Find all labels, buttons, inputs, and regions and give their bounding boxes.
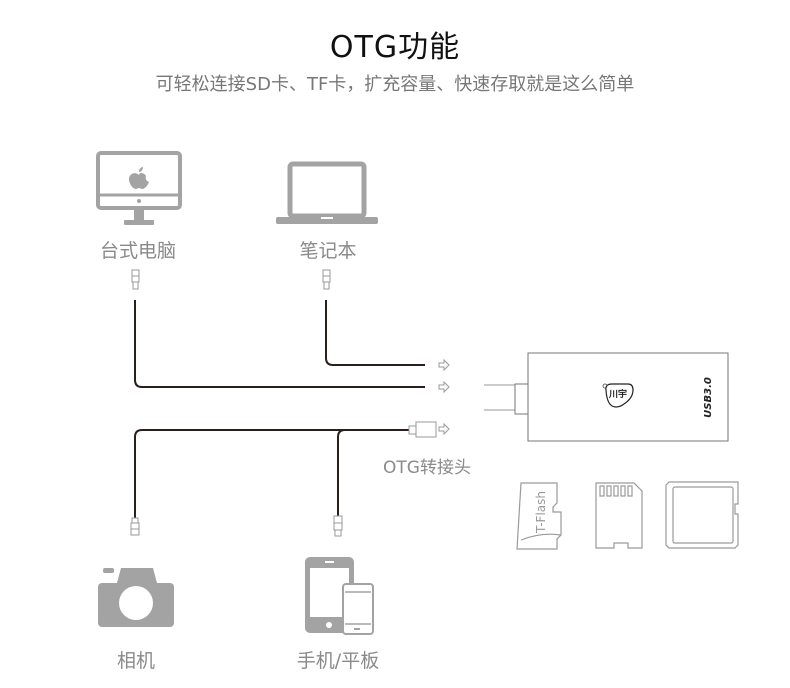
camera-label: 相机 (116, 650, 155, 672)
tf-card-icon (516, 482, 562, 550)
desktop-label: 台式电脑 (99, 240, 176, 262)
phone-cable (337, 429, 346, 520)
otg-adapter-icon (408, 421, 437, 438)
cables (134, 300, 425, 520)
arrow-right-icon (438, 380, 450, 394)
arrow-right-icon (438, 422, 450, 436)
laptop-icon (276, 161, 378, 224)
otg-adapter-label: OTG转接头 (383, 458, 471, 478)
page-title: OTG功能 (329, 30, 461, 65)
laptop-cable (325, 300, 425, 366)
card-reader-device (484, 352, 729, 442)
cf-card-icon (665, 481, 739, 549)
laptop-label: 笔记本 (299, 240, 357, 262)
phone-tablet-icon (305, 557, 374, 635)
registered-icon (602, 383, 608, 389)
tflash-label: T-Flash (534, 490, 549, 534)
desktop-cable (134, 300, 425, 388)
page-subtitle: 可轻松连接SD卡、TF卡，扩充容量、快速存取就是这么简单 (155, 74, 635, 95)
sd-card-icon (595, 482, 643, 549)
usb-connector-desktop (131, 269, 140, 290)
desktop-icon (96, 151, 182, 225)
usb-connector-camera (130, 517, 140, 536)
arrow-icons (438, 358, 450, 436)
brand-logo (605, 383, 634, 408)
camera-cable (134, 429, 410, 520)
apple-logo-icon (129, 167, 149, 189)
usb-connector-phone (333, 515, 343, 537)
usb-connector-laptop (322, 269, 331, 290)
usb3-label: USB3.0 (702, 377, 714, 418)
arrow-right-icon (438, 358, 450, 372)
phone-tablet-label: 手机/平板 (296, 650, 380, 672)
camera-icon (98, 568, 174, 627)
brand-mark-text: 川宇 (609, 390, 628, 400)
